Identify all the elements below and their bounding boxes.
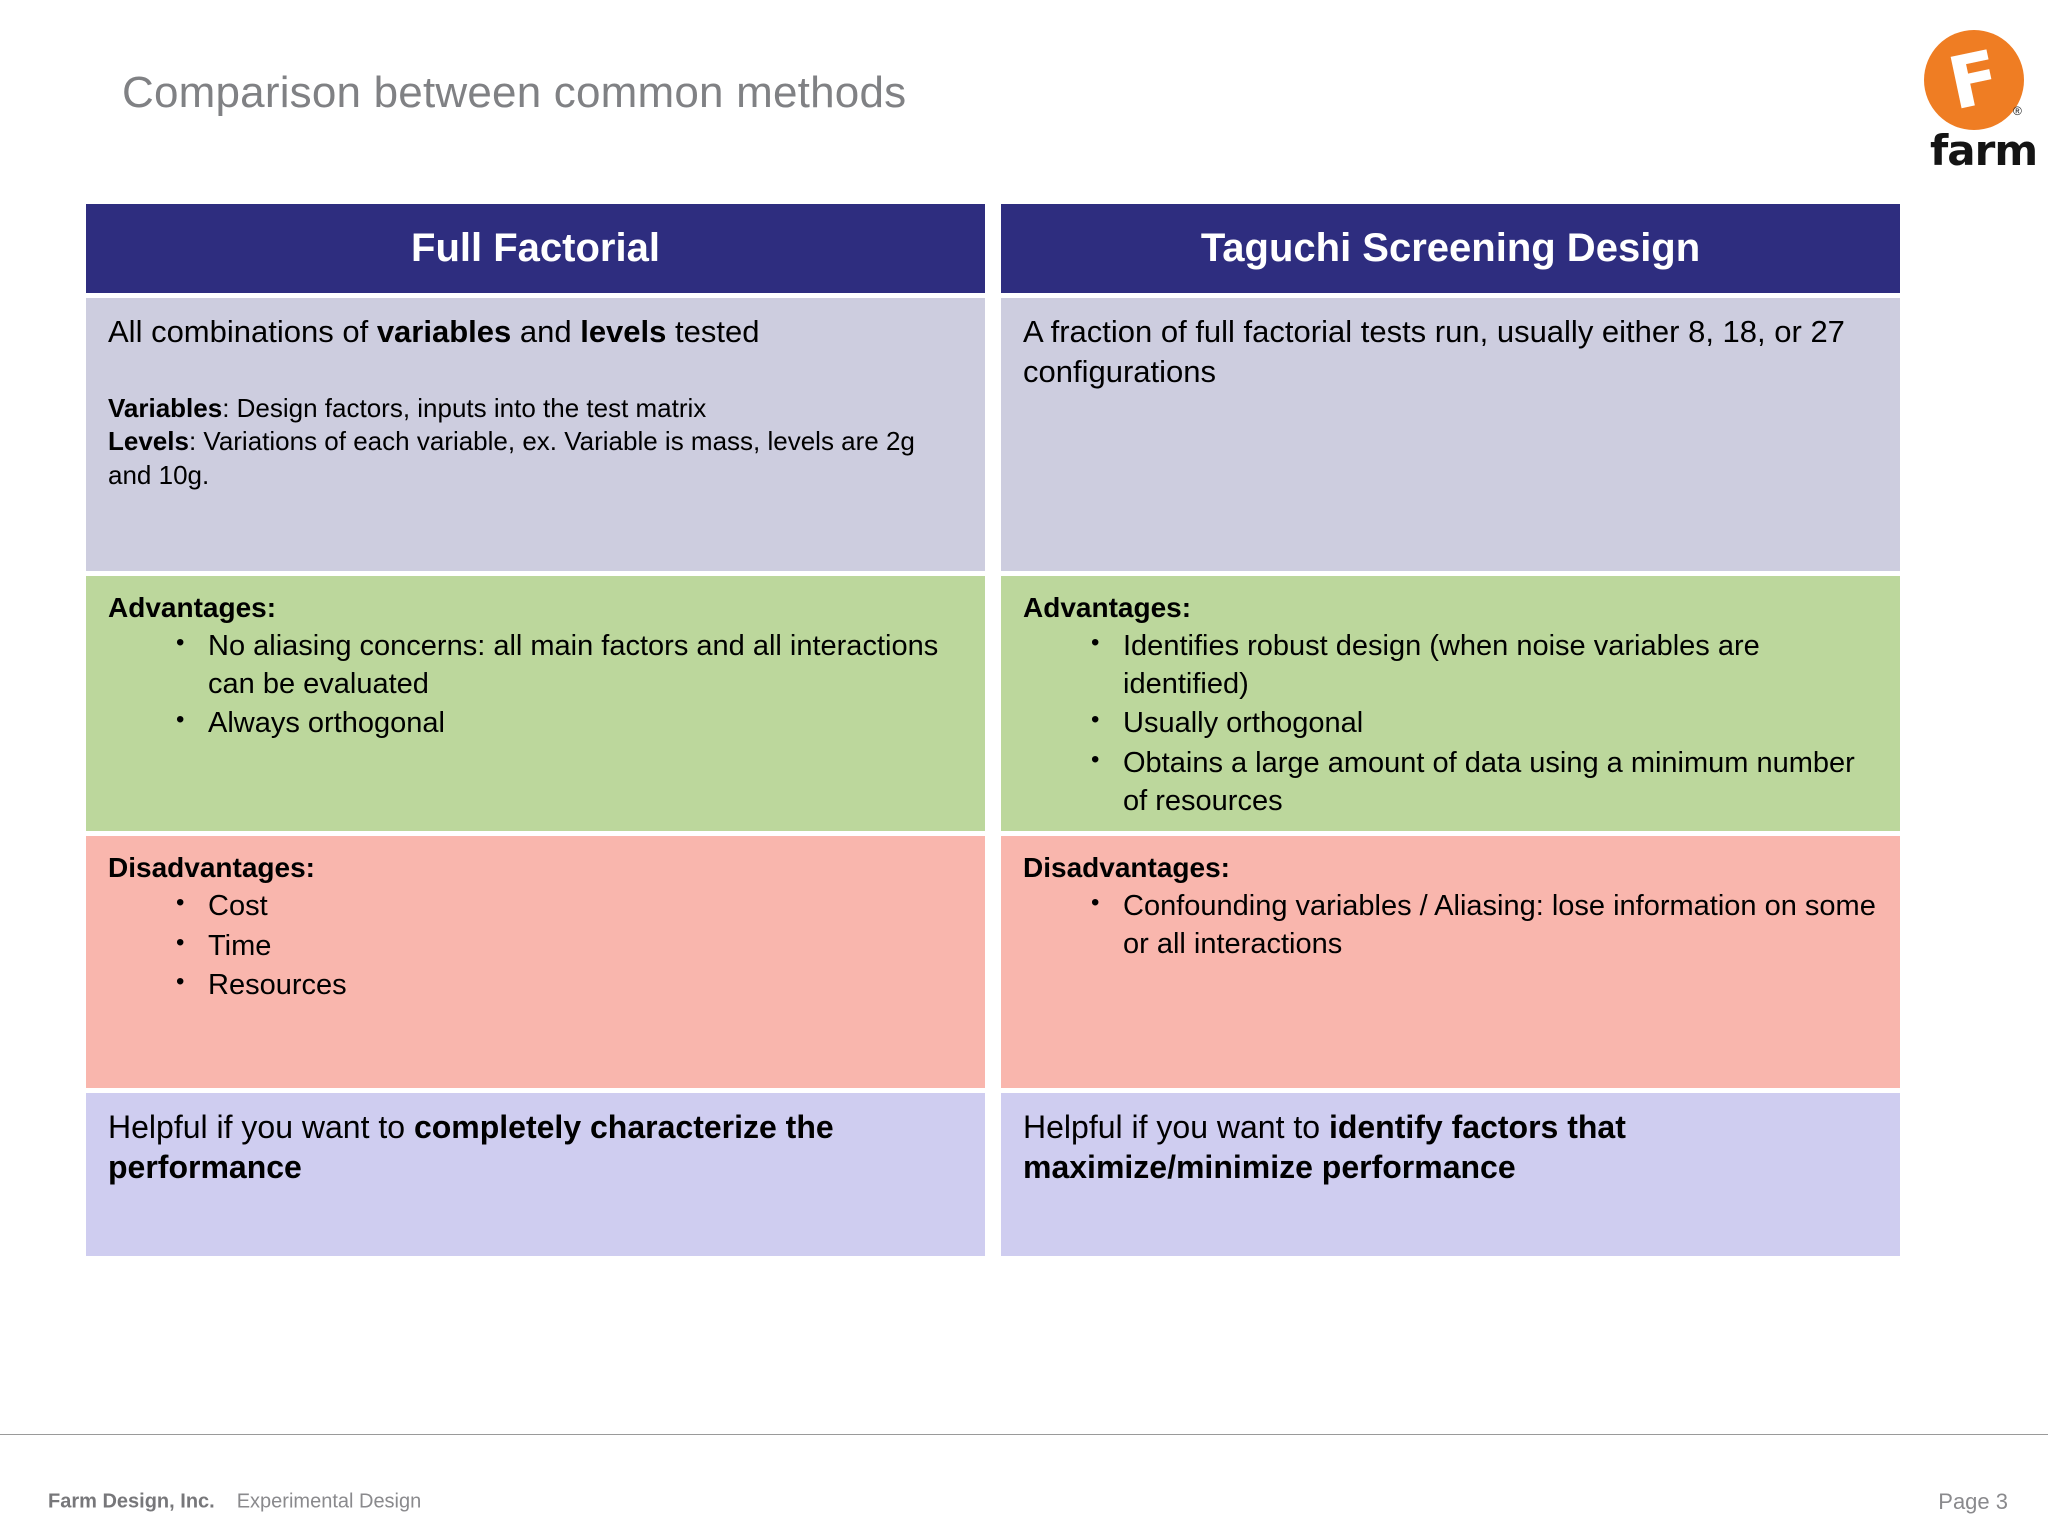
cell-taguchi-description: A fraction of full factorial tests run, …	[1001, 298, 1900, 571]
table-row-disadvantages: Disadvantages: Cost Time Resources Disad…	[86, 836, 1900, 1088]
disadvantages-title-left: Disadvantages:	[108, 852, 315, 883]
helpful-text-left: Helpful if you want to completely charac…	[108, 1107, 963, 1188]
definition-body-variables: : Design factors, inputs into the test m…	[222, 392, 707, 423]
helpful-text-right: Helpful if you want to identify factors …	[1023, 1107, 1878, 1188]
description-lead-right: A fraction of full factorial tests run, …	[1023, 314, 1845, 389]
farm-logo: F ® farm	[1916, 30, 2038, 182]
cell-full-factorial-description: All combinations of variables and levels…	[86, 298, 985, 571]
page-title: Comparison between common methods	[122, 68, 907, 117]
disadvantages-title-right: Disadvantages:	[1023, 852, 1230, 883]
definition-levels: Levels: Variations of each variable, ex.…	[108, 425, 963, 493]
list-item: Time	[176, 927, 963, 966]
lead-text-2: and	[511, 314, 581, 349]
cell-taguchi-disadvantages: Disadvantages: Confounding variables / A…	[1001, 836, 1900, 1088]
list-item: Usually orthogonal	[1091, 704, 1878, 743]
comparison-table: Full Factorial Taguchi Screening Design …	[86, 204, 1900, 1328]
registered-trademark-icon: ®	[2013, 104, 2022, 118]
cell-full-factorial-disadvantages: Disadvantages: Cost Time Resources	[86, 836, 985, 1088]
column-header-full-factorial: Full Factorial	[86, 204, 985, 293]
advantages-list-left: No aliasing concerns: all main factors a…	[108, 627, 963, 743]
helpful-emphasis-right: identify factors that maximize/minimize …	[1023, 1109, 1626, 1186]
description-lead-left: All combinations of variables and levels…	[108, 312, 963, 352]
definition-term-variables: Variables	[108, 392, 223, 423]
advantages-title-left: Advantages:	[108, 592, 277, 623]
logo-circle-icon	[1924, 30, 2024, 130]
definition-variables: Variables: Design factors, inputs into t…	[108, 392, 963, 426]
advantages-list-right: Identifies robust design (when noise var…	[1023, 627, 1878, 820]
definition-term-levels: Levels	[108, 426, 189, 457]
list-item: Obtains a large amount of data using a m…	[1091, 744, 1878, 820]
list-item: Identifies robust design (when noise var…	[1091, 627, 1878, 703]
cell-full-factorial-advantages: Advantages: No aliasing concerns: all ma…	[86, 576, 985, 831]
helpful-prefix-right: Helpful if you want to	[1023, 1109, 1329, 1145]
advantages-title-right: Advantages:	[1023, 592, 1192, 623]
logo-letter-f-icon: F	[1941, 33, 2007, 127]
cell-full-factorial-helpful: Helpful if you want to completely charac…	[86, 1093, 985, 1256]
table-row-description: All combinations of variables and levels…	[86, 298, 1900, 571]
lead-bold-variables: variables	[376, 314, 512, 349]
helpful-prefix-left: Helpful if you want to	[108, 1109, 414, 1145]
footer-left: Farm Design, Inc. Experimental Design	[48, 1491, 421, 1514]
list-item: Confounding variables / Aliasing: lose i…	[1091, 887, 1878, 963]
footer-company-name: Farm Design, Inc.	[48, 1490, 215, 1513]
logo-wordmark: farm	[1930, 126, 2038, 175]
list-item: Always orthogonal	[176, 704, 963, 743]
disadvantages-list-left: Cost Time Resources	[108, 887, 963, 1005]
cell-taguchi-advantages: Advantages: Identifies robust design (wh…	[1001, 576, 1900, 831]
lead-bold-levels: levels	[580, 314, 667, 349]
table-header-row: Full Factorial Taguchi Screening Design	[86, 204, 1900, 293]
list-item: Cost	[176, 887, 963, 926]
lead-text-1: All combinations of	[108, 314, 377, 349]
helpful-emphasis-left: completely characterize the performance	[108, 1109, 834, 1186]
list-item: Resources	[176, 966, 963, 1005]
lead-text-3: tested	[666, 314, 760, 349]
footer-divider	[0, 1434, 2048, 1435]
footer-document-name: Experimental Design	[236, 1490, 422, 1513]
table-row-advantages: Advantages: No aliasing concerns: all ma…	[86, 576, 1900, 831]
footer-page-number: Page 3	[1938, 1489, 2008, 1514]
column-header-taguchi-screening-design: Taguchi Screening Design	[1001, 204, 1900, 293]
definition-body-levels: : Variations of each variable, ex. Varia…	[108, 426, 915, 491]
table-row-helpful: Helpful if you want to completely charac…	[86, 1093, 1900, 1256]
description-definitions-left: Variables: Design factors, inputs into t…	[108, 392, 963, 493]
disadvantages-list-right: Confounding variables / Aliasing: lose i…	[1023, 887, 1878, 963]
cell-taguchi-helpful: Helpful if you want to identify factors …	[1001, 1093, 1900, 1256]
list-item: No aliasing concerns: all main factors a…	[176, 627, 963, 703]
